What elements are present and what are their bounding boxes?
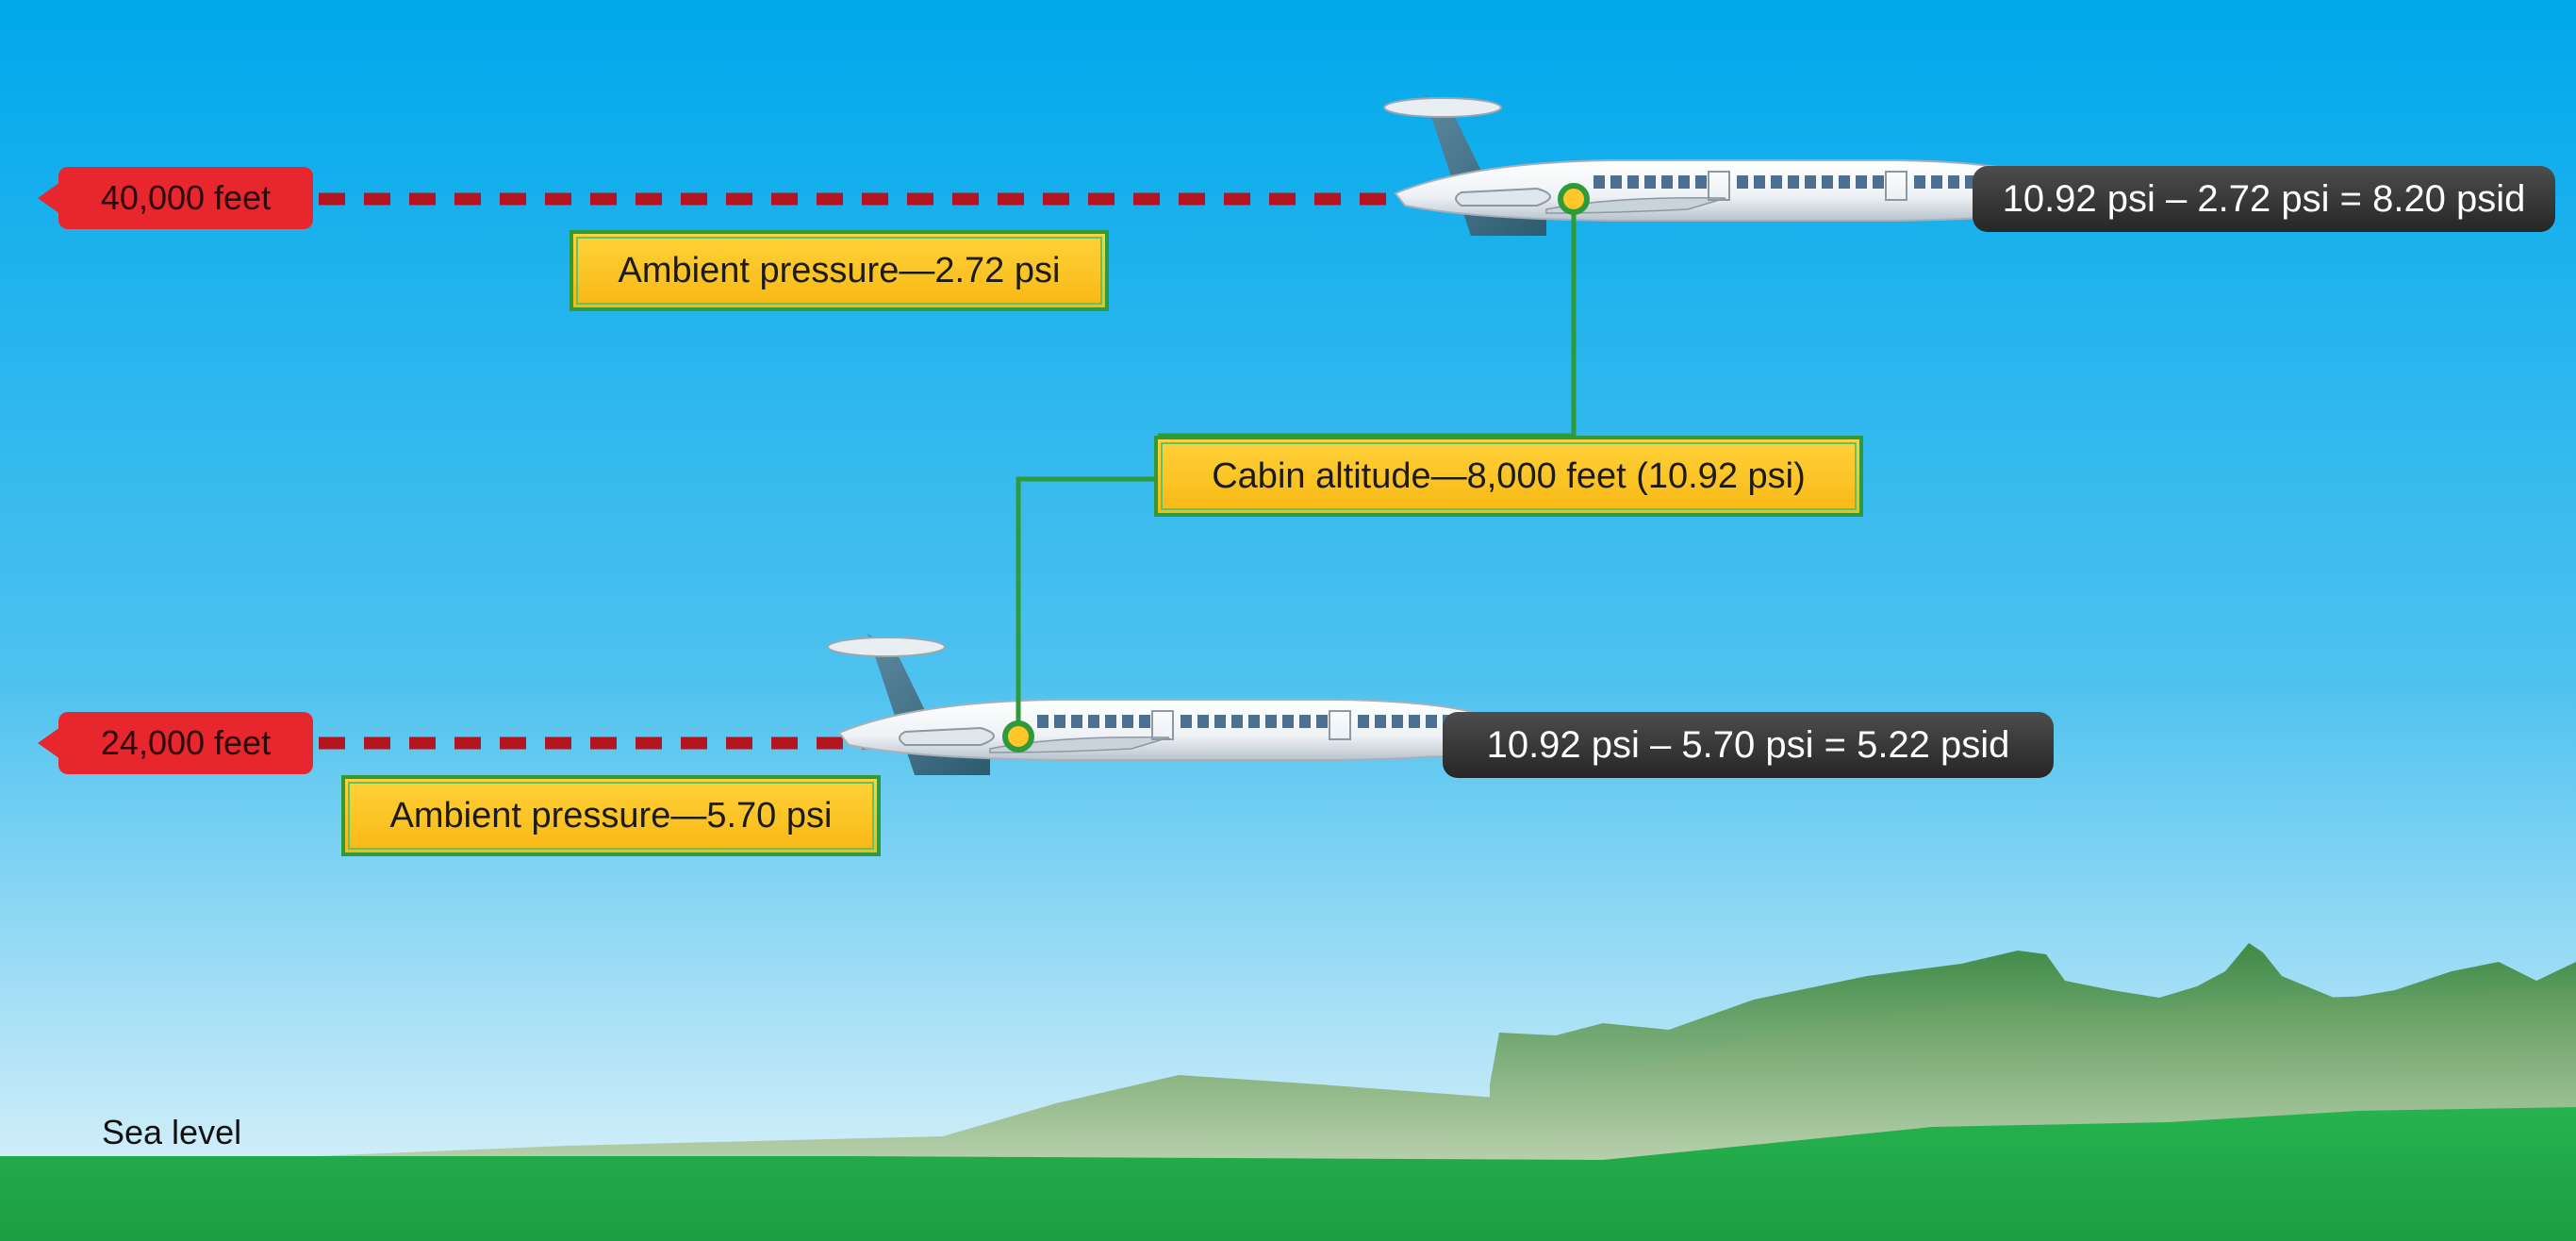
ambient-pressure-low-box: Ambient pressure—5.70 psi [341,775,881,856]
cabin-altitude-box: Cabin altitude—8,000 feet (10.92 psi) [1154,436,1863,517]
altitude-tag-24000: 24,000 feet [38,712,313,774]
differential-equation-low: 10.92 psi – 5.70 psi = 5.22 psid [1486,724,2010,766]
altitude-label-24000: 24,000 feet [100,723,272,762]
cabin-marker-upper [1558,183,1590,215]
connector-lower-cabin [1016,476,1158,736]
ground [0,1107,2576,1241]
ambient-pressure-low: Ambient pressure—5.70 psi [389,796,833,836]
sea-level-label: Sea level [102,1113,242,1151]
ambient-pressure-high: Ambient pressure—2.72 psi [618,251,1061,290]
altitude-tag-40000: 40,000 feet [38,167,313,229]
pressure-differential-low: 10.92 psi – 5.70 psi = 5.22 psid [1443,712,2054,778]
differential-equation-high: 10.92 psi – 2.72 psi = 8.20 psid [2002,178,2526,220]
ambient-pressure-high-box: Ambient pressure—2.72 psi [570,230,1109,311]
altitude-label-40000: 40,000 feet [100,178,272,217]
cabin-marker-lower [1002,720,1034,753]
cabin-altitude-label: Cabin altitude—8,000 feet (10.92 psi) [1212,456,1806,496]
pressure-differential-high: 10.92 psi – 2.72 psi = 8.20 psid [1973,166,2555,232]
